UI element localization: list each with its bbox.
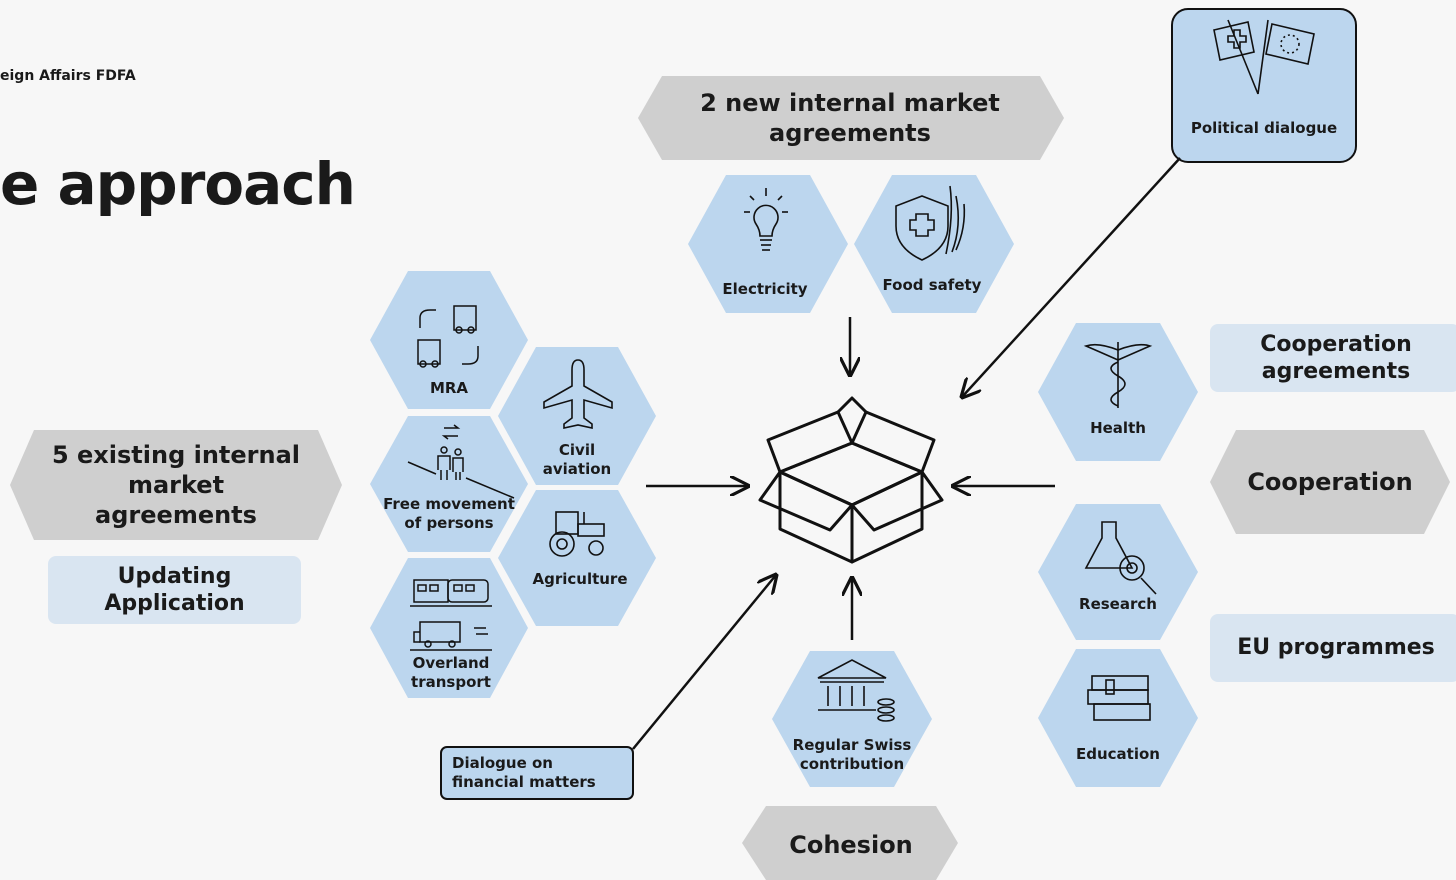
books-icon [1087,675,1151,721]
train-truck-icon [410,579,492,651]
flags-icon [1213,19,1315,95]
hex-education [1038,649,1198,787]
arrow-from-political-dialogue [962,157,1181,397]
caduceus-icon [1083,342,1153,408]
hex-agriculture-label: Agriculture [532,569,628,588]
hex-mra [370,271,528,409]
hex-electricity-label: Electricity [722,279,808,298]
hex-mra-label: MRA [429,378,469,397]
hex-civil-aviation-label: Civil aviation [542,441,612,478]
hex-civil-aviation [498,347,656,485]
flask-magnifier-icon [1084,521,1157,595]
hex-overland-transport-label: Overland transport [411,654,491,691]
banner-cohesion: Cohesion [789,831,913,859]
people-icon [407,424,515,499]
bank-coins-icon [817,659,895,722]
banner-cohesion-shape [742,806,958,880]
hex-food-safety-label: Food safety [882,275,982,294]
shield-wheat-icon [895,185,966,261]
box-financial-dialogue: Dialogue on financial matters [452,754,596,791]
box-updating-shape [48,556,301,624]
department-label: eign Affairs FDFA [0,68,136,84]
lightbulb-icon [744,188,788,251]
box-updating: Updating Application [104,563,245,617]
hex-agriculture [498,490,656,626]
hex-research-label: Research [1079,594,1157,613]
hex-electricity [688,175,848,313]
mra-exchange-icon [417,305,479,368]
page-title: e approach [0,150,356,218]
open-box-icon [758,396,944,564]
banner-cooperation: Cooperation [1247,468,1413,496]
banner-cooperation-shape [1210,430,1450,534]
banner-new-agreements: 2 new internal market agreements [700,89,1000,147]
arrow-from-financial-dialogue [632,575,776,750]
hex-education-label: Education [1076,744,1160,763]
hex-research [1038,504,1198,640]
banner-existing-shape [10,430,342,540]
banner-existing-agreements: 5 existing internal market agreements [51,441,301,529]
box-political-dialogue: Political dialogue [1190,118,1338,137]
box-eu-programmes: EU programmes [1237,635,1435,661]
box-eu-programmes-shape [1210,614,1456,682]
box-cooperation-agreements-shape [1210,324,1456,392]
hex-swiss-contribution-label: Regular Swiss contribution [792,736,912,773]
banner-new-agreements-shape [638,76,1064,160]
tractor-icon [549,511,605,557]
airplane-icon [543,359,613,429]
hex-swiss-contribution [772,651,932,787]
hex-health-label: Health [1090,418,1146,437]
box-financial-dialogue-shape [440,746,634,800]
hex-free-movement-label: Free movement of persons [383,495,515,532]
box-cooperation-agreements: Cooperation agreements [1260,331,1412,385]
hex-free-movement [370,416,528,552]
hex-food-safety [854,175,1014,313]
